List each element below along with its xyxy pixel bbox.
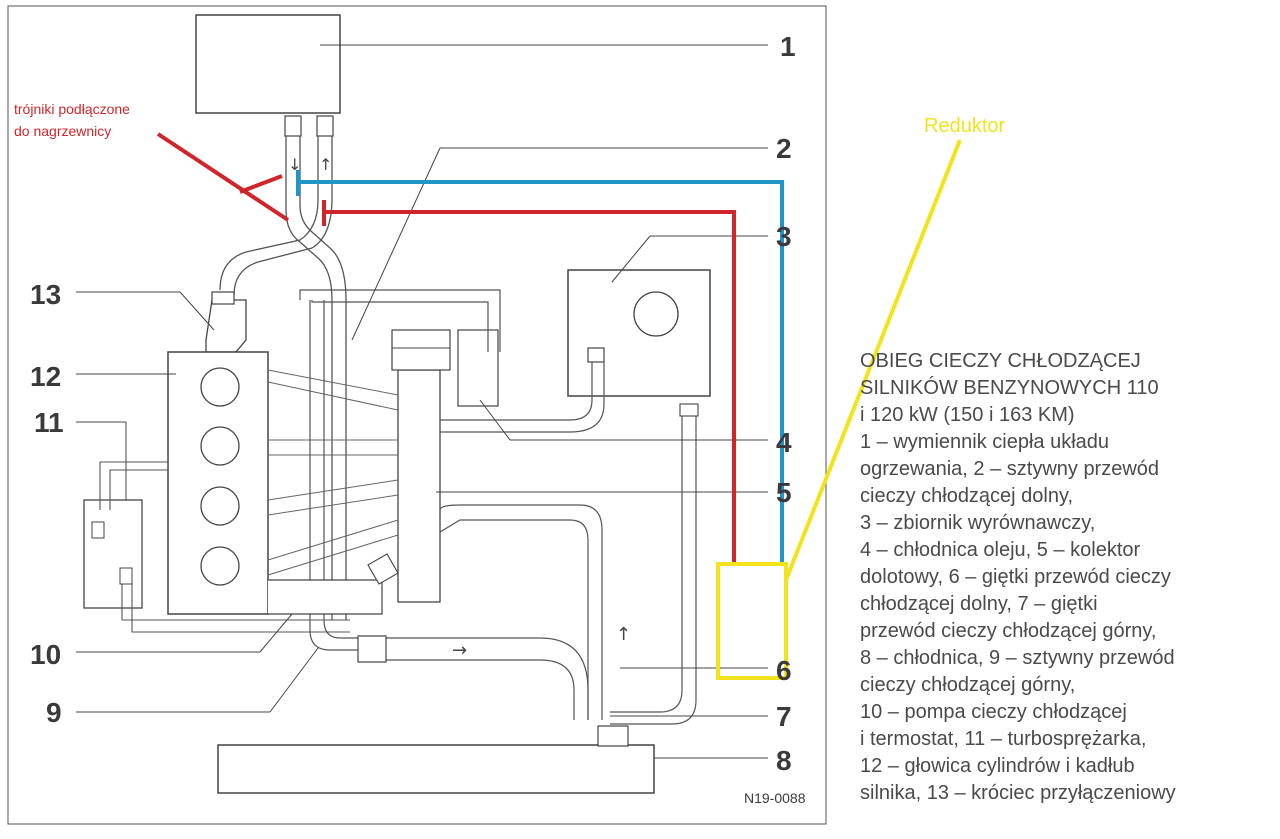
caption-line: przewód cieczy chłodzącej górny, — [860, 620, 1157, 642]
reducer-marker — [716, 139, 962, 680]
pump-housing — [268, 579, 383, 615]
turbo-pipe — [99, 461, 168, 510]
callout-1: 1 — [780, 31, 796, 62]
callout-7: 7 — [776, 701, 792, 732]
caption-line: OBIEG CIECZY CHŁODZĄCEJ — [860, 350, 1141, 372]
hose-clamp-top — [679, 403, 699, 417]
figure-code: N19-0088 — [744, 790, 806, 806]
caption-line: 12 – głowica cylindrów i kadłub — [860, 755, 1135, 777]
arrow-down-glyph: ↓ — [288, 155, 301, 174]
callout-8: 8 — [776, 745, 792, 776]
tank-outlet — [587, 347, 605, 363]
callout-12: 12 — [30, 361, 61, 392]
caption-line: 4 – chłodnica oleju, 5 – kolektor — [860, 539, 1141, 561]
upper-frame-pipe — [299, 289, 501, 352]
callout-2: 2 — [776, 133, 792, 164]
expansion-tank — [567, 269, 711, 397]
cylinder-1 — [200, 367, 240, 407]
pump-hose — [386, 637, 589, 720]
pump-clamp — [357, 635, 387, 663]
red-heater-lines — [156, 132, 736, 566]
caption-line: 8 – chłodnica, 9 – sztywny przewód — [860, 647, 1175, 669]
callout-10: 10 — [30, 639, 61, 670]
intake-runners — [267, 369, 399, 576]
caption-line: i termostat, 11 – turbosprężarka, — [860, 728, 1147, 750]
thermostat-fitting — [367, 553, 399, 585]
caption-line: chłodzącej dolny, 7 – giętki — [860, 593, 1098, 615]
callout-13: 13 — [30, 279, 61, 310]
turbo-fitting-2 — [119, 567, 133, 585]
caption-line: i 120 kW (150 i 163 KM) — [860, 404, 1075, 426]
yellow-note: Reduktor — [924, 115, 1005, 137]
red-note-line2: do nagrzewnicy — [14, 123, 111, 139]
caption-line: 10 – pompa cieczy chłodzącej — [860, 701, 1127, 723]
tank-hose — [440, 362, 605, 433]
connection-stub — [205, 299, 247, 353]
caption-line: 3 – zbiornik wyrównawczy, — [860, 512, 1096, 534]
oil-cooler — [457, 329, 499, 407]
heat-exchanger — [195, 14, 341, 114]
blue-heater-lines — [296, 170, 784, 566]
throttle-box — [391, 329, 451, 371]
callout-leaders — [76, 44, 768, 759]
up-arrow-glyph: ↑ — [616, 624, 631, 645]
callout-4: 4 — [776, 427, 792, 458]
intake-manifold — [397, 369, 441, 603]
caption-line: dolotowy, 6 – giętki przewód cieczy — [860, 566, 1171, 588]
upper-flexible-hose — [610, 404, 697, 725]
cylinder-2 — [200, 426, 240, 466]
turbocharger — [83, 499, 143, 609]
arrow-up-glyph: ↑ — [319, 155, 332, 174]
callout-9: 9 — [46, 697, 62, 728]
exchanger-fitting-right — [316, 115, 334, 137]
right-arrow-glyph: → — [452, 640, 467, 661]
callout-5: 5 — [776, 477, 792, 508]
cylinder-4 — [200, 546, 240, 586]
callout-6: 6 — [776, 655, 792, 686]
radiator — [217, 744, 655, 794]
caption-line: ogrzewania, 2 – sztywny przewód — [860, 458, 1160, 480]
radiator-neck — [597, 725, 629, 747]
stub-collar — [211, 291, 235, 305]
callout-11: 11 — [34, 407, 64, 438]
turbo-fitting-1 — [91, 521, 105, 539]
caption-line: cieczy chłodzącej górny, — [860, 674, 1076, 696]
caption: OBIEG CIECZY CHŁODZĄCEJ SILNIKÓW BENZYNO… — [860, 348, 1270, 807]
caption-line: SILNIKÓW BENZYNOWYCH 110 — [860, 377, 1159, 399]
tank-cap — [633, 291, 679, 337]
lower-flexible-hose — [439, 504, 603, 720]
red-note-line1: trójniki podłączone — [14, 101, 130, 117]
caption-line: 1 – wymiennik ciepła układu — [860, 431, 1110, 453]
cylinder-3 — [200, 486, 240, 526]
exchanger-fitting-left — [284, 115, 302, 137]
caption-line: silnika, 13 – króciec przyłączeniowy — [860, 782, 1176, 804]
caption-line: cieczy chłodzącej dolny, — [860, 485, 1074, 507]
callout-3: 3 — [776, 221, 792, 252]
